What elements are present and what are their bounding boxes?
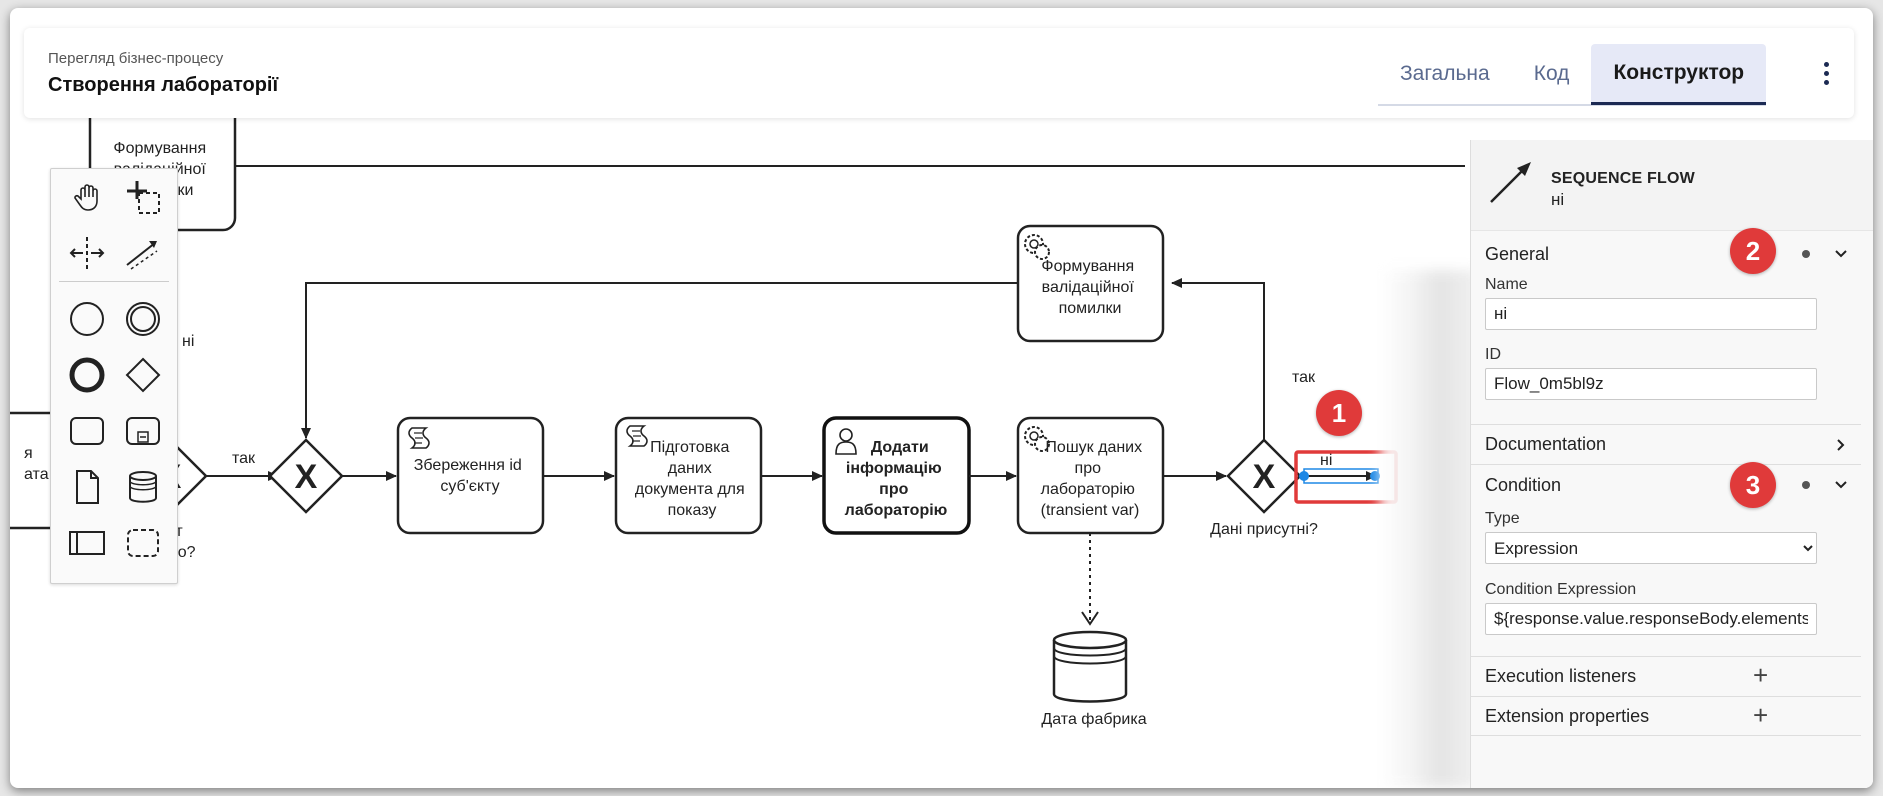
data-store[interactable] [1052,630,1128,703]
flow-label-tak-left: так [232,450,256,467]
task-validation-error[interactable] [1016,224,1165,343]
merge-gateway[interactable] [268,438,344,514]
gateway-icon[interactable] [123,355,163,395]
condition-expression-input[interactable] [1485,603,1817,635]
flow-label-ni-selected: ні [1320,452,1332,469]
service-task-gear-icon [1024,234,1050,260]
page-header: Перегляд бізнес-процесу Створення лабора… [24,28,1854,118]
left-partial-task-label: я ата [24,445,49,483]
element-type: SEQUENCE FLOW [1551,170,1695,187]
group-extension-properties[interactable]: Extension properties + [1471,696,1861,736]
blurred-area [1380,270,1480,788]
data-store-icon[interactable] [123,467,163,507]
end-event-icon[interactable] [67,355,107,395]
hand-tool-icon[interactable] [67,177,107,217]
page-subtitle: Перегляд бізнес-процесу [48,50,224,67]
group-documentation[interactable]: Documentation [1471,424,1861,463]
data-object-icon[interactable] [67,467,107,507]
task-prepare-data-label: Підготовка даних документа для показу [635,439,749,519]
tab-code[interactable]: Код [1533,62,1570,85]
group-execution-listeners[interactable]: Execution listeners + [1471,656,1861,695]
group-extension-properties-title[interactable]: Extension properties [1485,706,1650,726]
task-search-data-label: Пошук даних про лабораторію (transient v… [1041,439,1147,519]
global-connect-tool-icon[interactable] [123,233,163,273]
page-title: Створення лабораторії [48,74,279,96]
chevron-down-icon[interactable] [1833,246,1849,262]
lasso-tool-icon[interactable] [123,177,163,217]
element-name: ні [1551,190,1565,209]
type-select[interactable]: Expression [1485,532,1817,564]
group-condition-dot [1802,481,1810,489]
space-tool-icon[interactable] [67,233,107,273]
chevron-down-icon[interactable] [1833,477,1849,493]
group-general: General Name ID [1471,230,1861,416]
name-label: Name [1485,276,1528,293]
data-present-gateway-label: Дані присутні? [1210,521,1318,538]
task-save-id[interactable] [396,416,545,535]
tab-constructor[interactable]: Конструктор [1591,44,1767,105]
more-menu-icon[interactable] [1814,58,1838,88]
id-label: ID [1485,346,1501,363]
annotation-badge-3: 3 [1730,462,1776,508]
add-extension-property-icon[interactable]: + [1753,700,1769,730]
group-general-title[interactable]: General [1485,244,1550,264]
pool-icon[interactable] [67,523,107,563]
group-documentation-title[interactable]: Documentation [1485,434,1607,454]
script-task-icon [408,427,430,449]
svg-text:X: X [295,458,318,496]
type-label: Type [1485,510,1520,527]
task-validation-error-label: Формування валідаційної помилки [1041,258,1138,317]
id-input[interactable] [1485,368,1817,400]
annotation-badge-1: 1 [1316,390,1362,436]
service-task-gear-icon [1024,426,1050,452]
intermediate-event-icon[interactable] [123,299,163,339]
chevron-right-icon[interactable] [1833,437,1849,453]
tool-palette [50,168,178,584]
task-save-id-label: Збереження id суб'єкту [414,457,526,495]
app-window: Формування валідаційної помилки ні я ата… [10,8,1873,788]
group-icon[interactable] [123,523,163,563]
user-task-icon [835,428,857,455]
script-task-icon [626,425,648,447]
group-condition: Condition Type Expression Condition Expr… [1471,464,1861,661]
annotation-badge-2: 2 [1730,228,1776,274]
name-input[interactable] [1485,298,1817,330]
subprocess-icon[interactable] [123,411,163,451]
group-execution-listeners-title[interactable]: Execution listeners [1485,666,1637,686]
task-icon[interactable] [67,411,107,451]
flow-label-tak-right: так [1292,369,1316,386]
svg-text:X: X [1253,458,1276,496]
sequence-flow-icon [1490,162,1531,203]
tab-general[interactable]: Загальна [1400,62,1490,85]
start-event-icon[interactable] [67,299,107,339]
condition-expression-label: Condition Expression [1485,581,1637,598]
properties-header: SEQUENCE FLOW ні [1471,140,1873,231]
flow-label-ni-left: ні [182,333,194,350]
data-store-label: Дата фабрика [1041,711,1146,728]
tab-bar: Загальна Код Конструктор [1378,44,1767,106]
palette-separator [59,281,169,282]
selected-sequence-flow[interactable]: ні [1299,452,1380,484]
task-add-info-label: Додати інформацію про лабораторію [845,439,948,519]
data-present-gateway[interactable] [1226,438,1302,514]
add-execution-listener-icon[interactable]: + [1753,660,1769,690]
properties-panel: SEQUENCE FLOW ні General Name ID Documen… [1470,140,1873,788]
group-general-dot [1802,250,1810,258]
group-condition-title[interactable]: Condition [1485,475,1562,495]
